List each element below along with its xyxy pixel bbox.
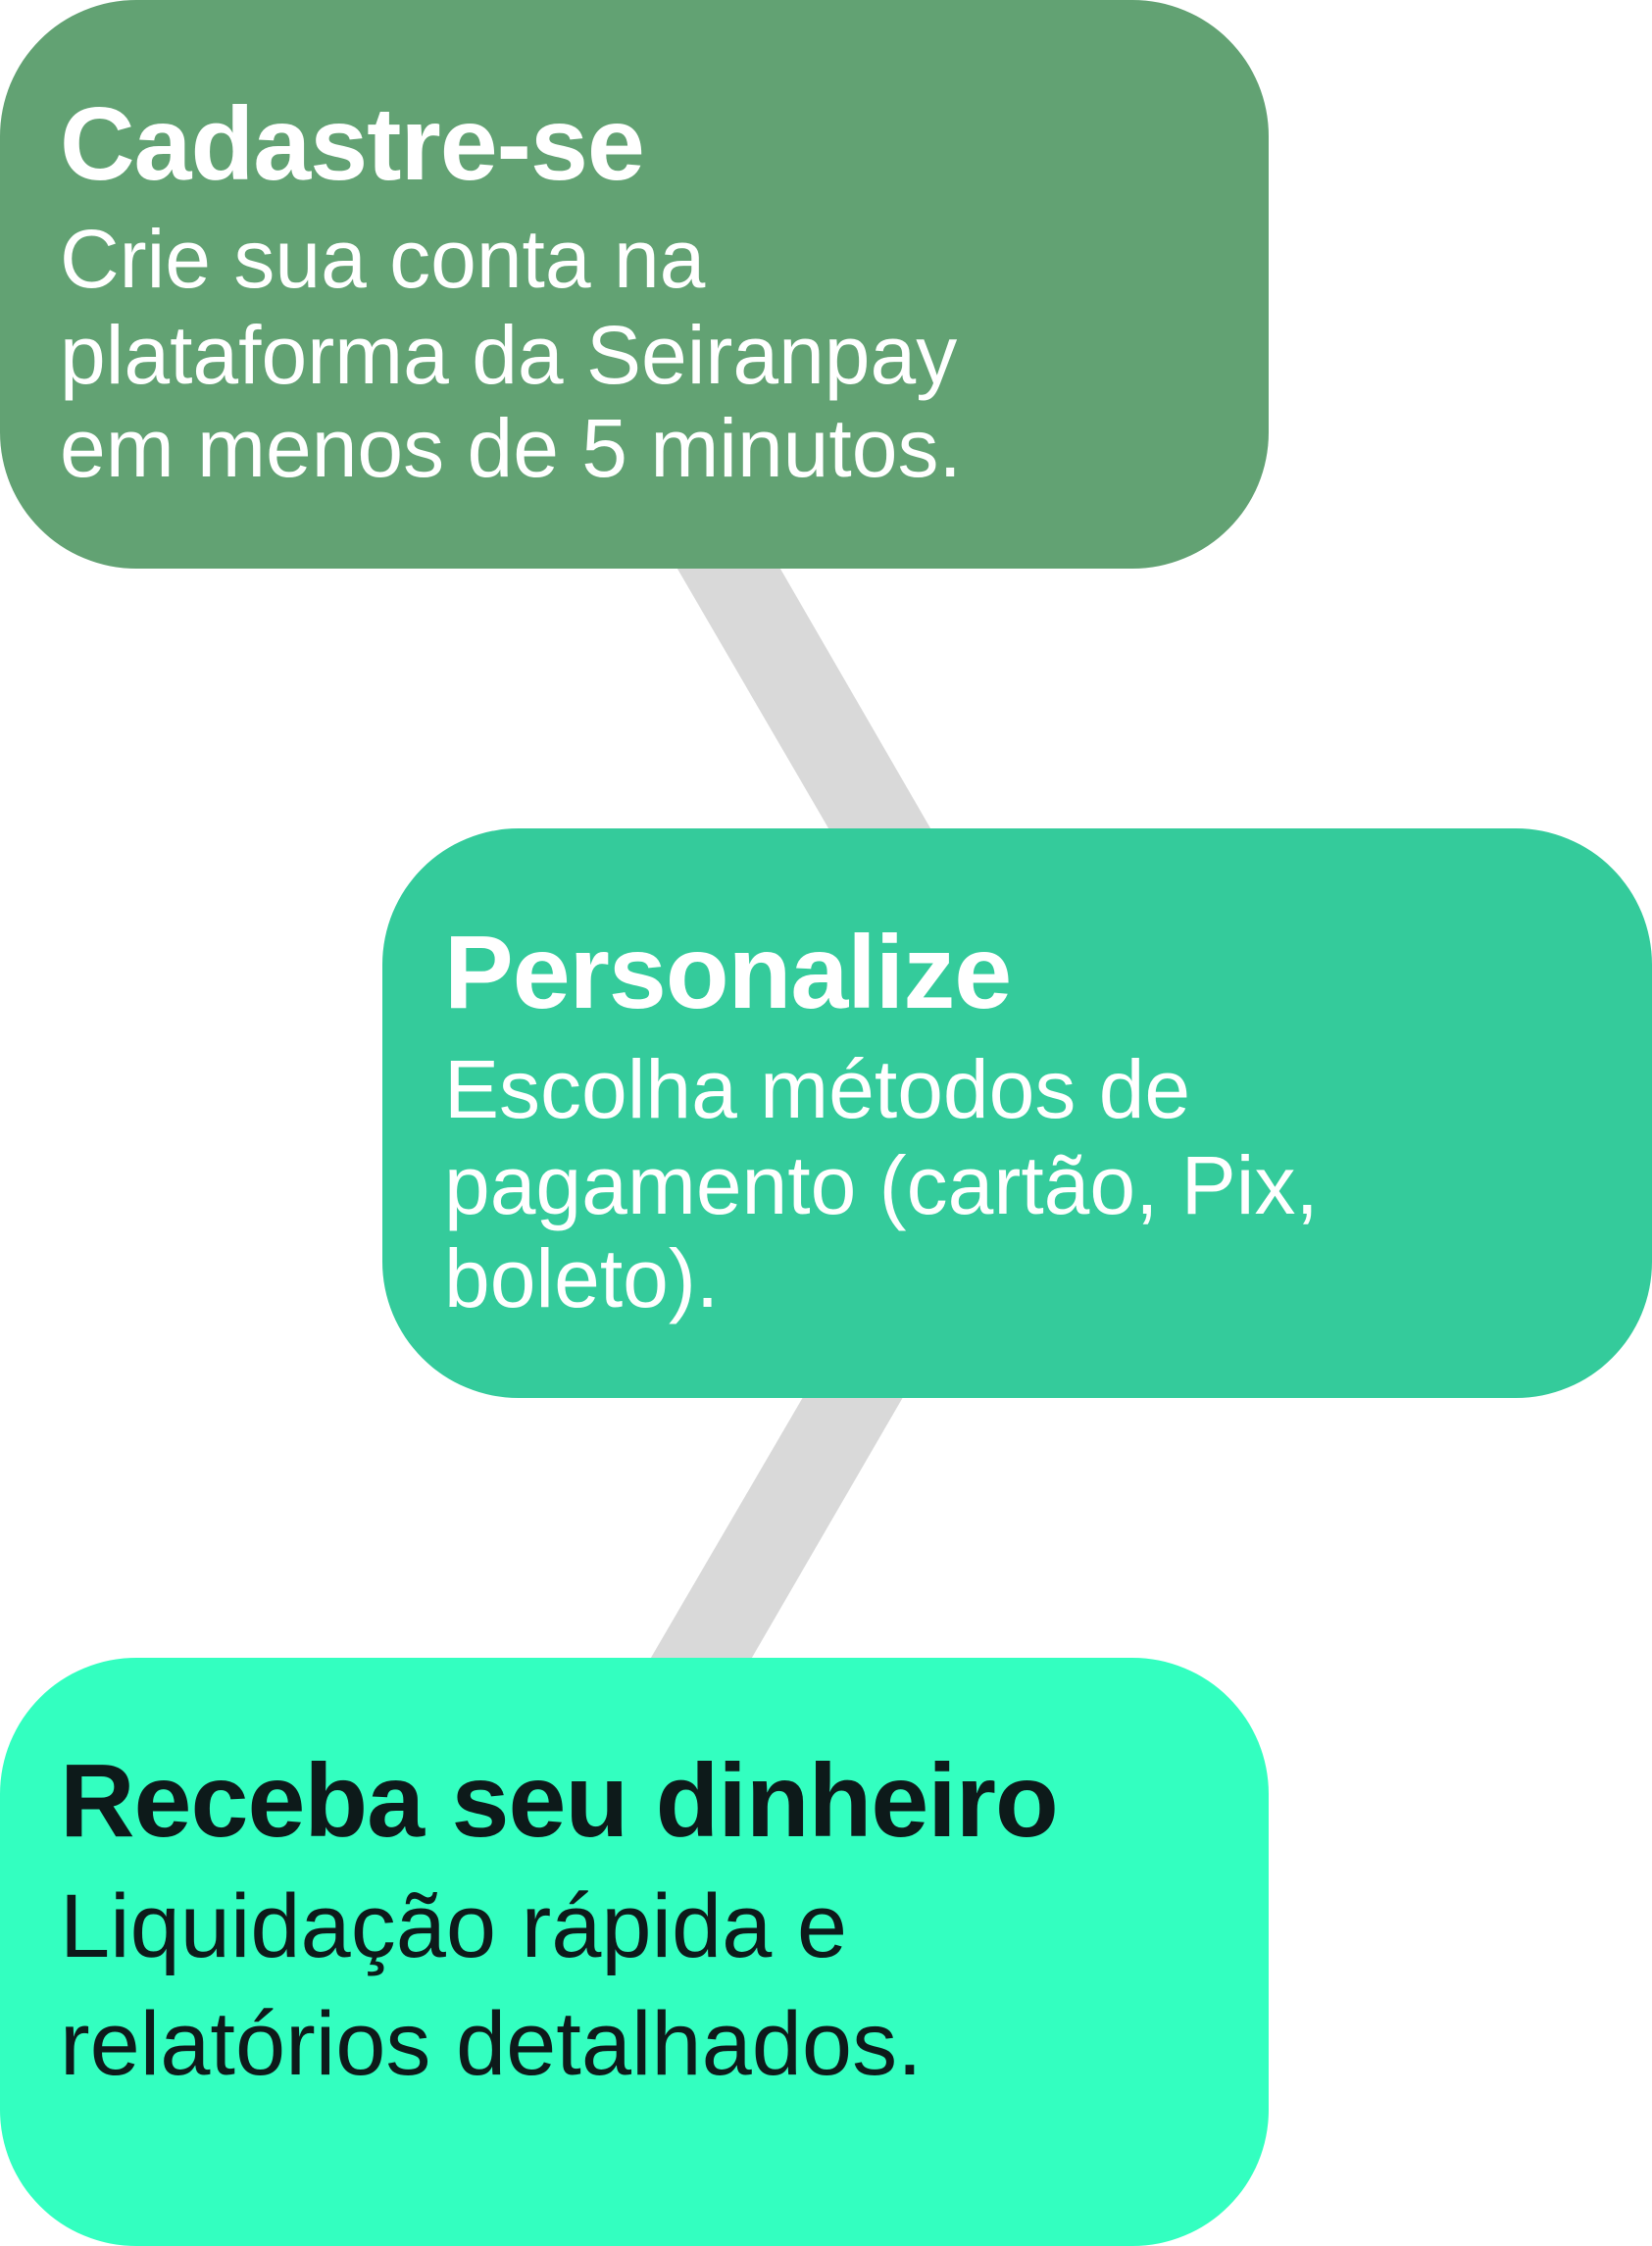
step-description-line: boleto). xyxy=(444,1232,720,1324)
step-description-line: Crie sua conta na xyxy=(60,213,706,305)
step-card-customize: Personalize Escolha métodos de pagamento… xyxy=(382,828,1652,1398)
connector-1-2 xyxy=(675,564,933,833)
step-title: Personalize xyxy=(444,915,1012,1030)
step-title: Cadastre-se xyxy=(60,86,645,202)
step-description-line: plataforma da Seiranpay xyxy=(60,309,958,401)
step-card-signup: Cadastre-se Crie sua conta na plataforma… xyxy=(0,0,1269,569)
step-description-line: Escolha métodos de xyxy=(444,1043,1191,1135)
step-description-line: relatórios detalhados. xyxy=(60,1994,923,2094)
step-description-line: pagamento (cartão, Pix, xyxy=(444,1139,1319,1231)
step-card-receive: Receba seu dinheiro Liquidação rápida e … xyxy=(0,1658,1269,2246)
step-title: Receba seu dinheiro xyxy=(60,1743,1059,1859)
step-description-line: Liquidação rápida e xyxy=(60,1876,848,1976)
step-description-line: em menos de 5 minutos. xyxy=(60,402,962,494)
connector-2-3 xyxy=(648,1392,906,1663)
